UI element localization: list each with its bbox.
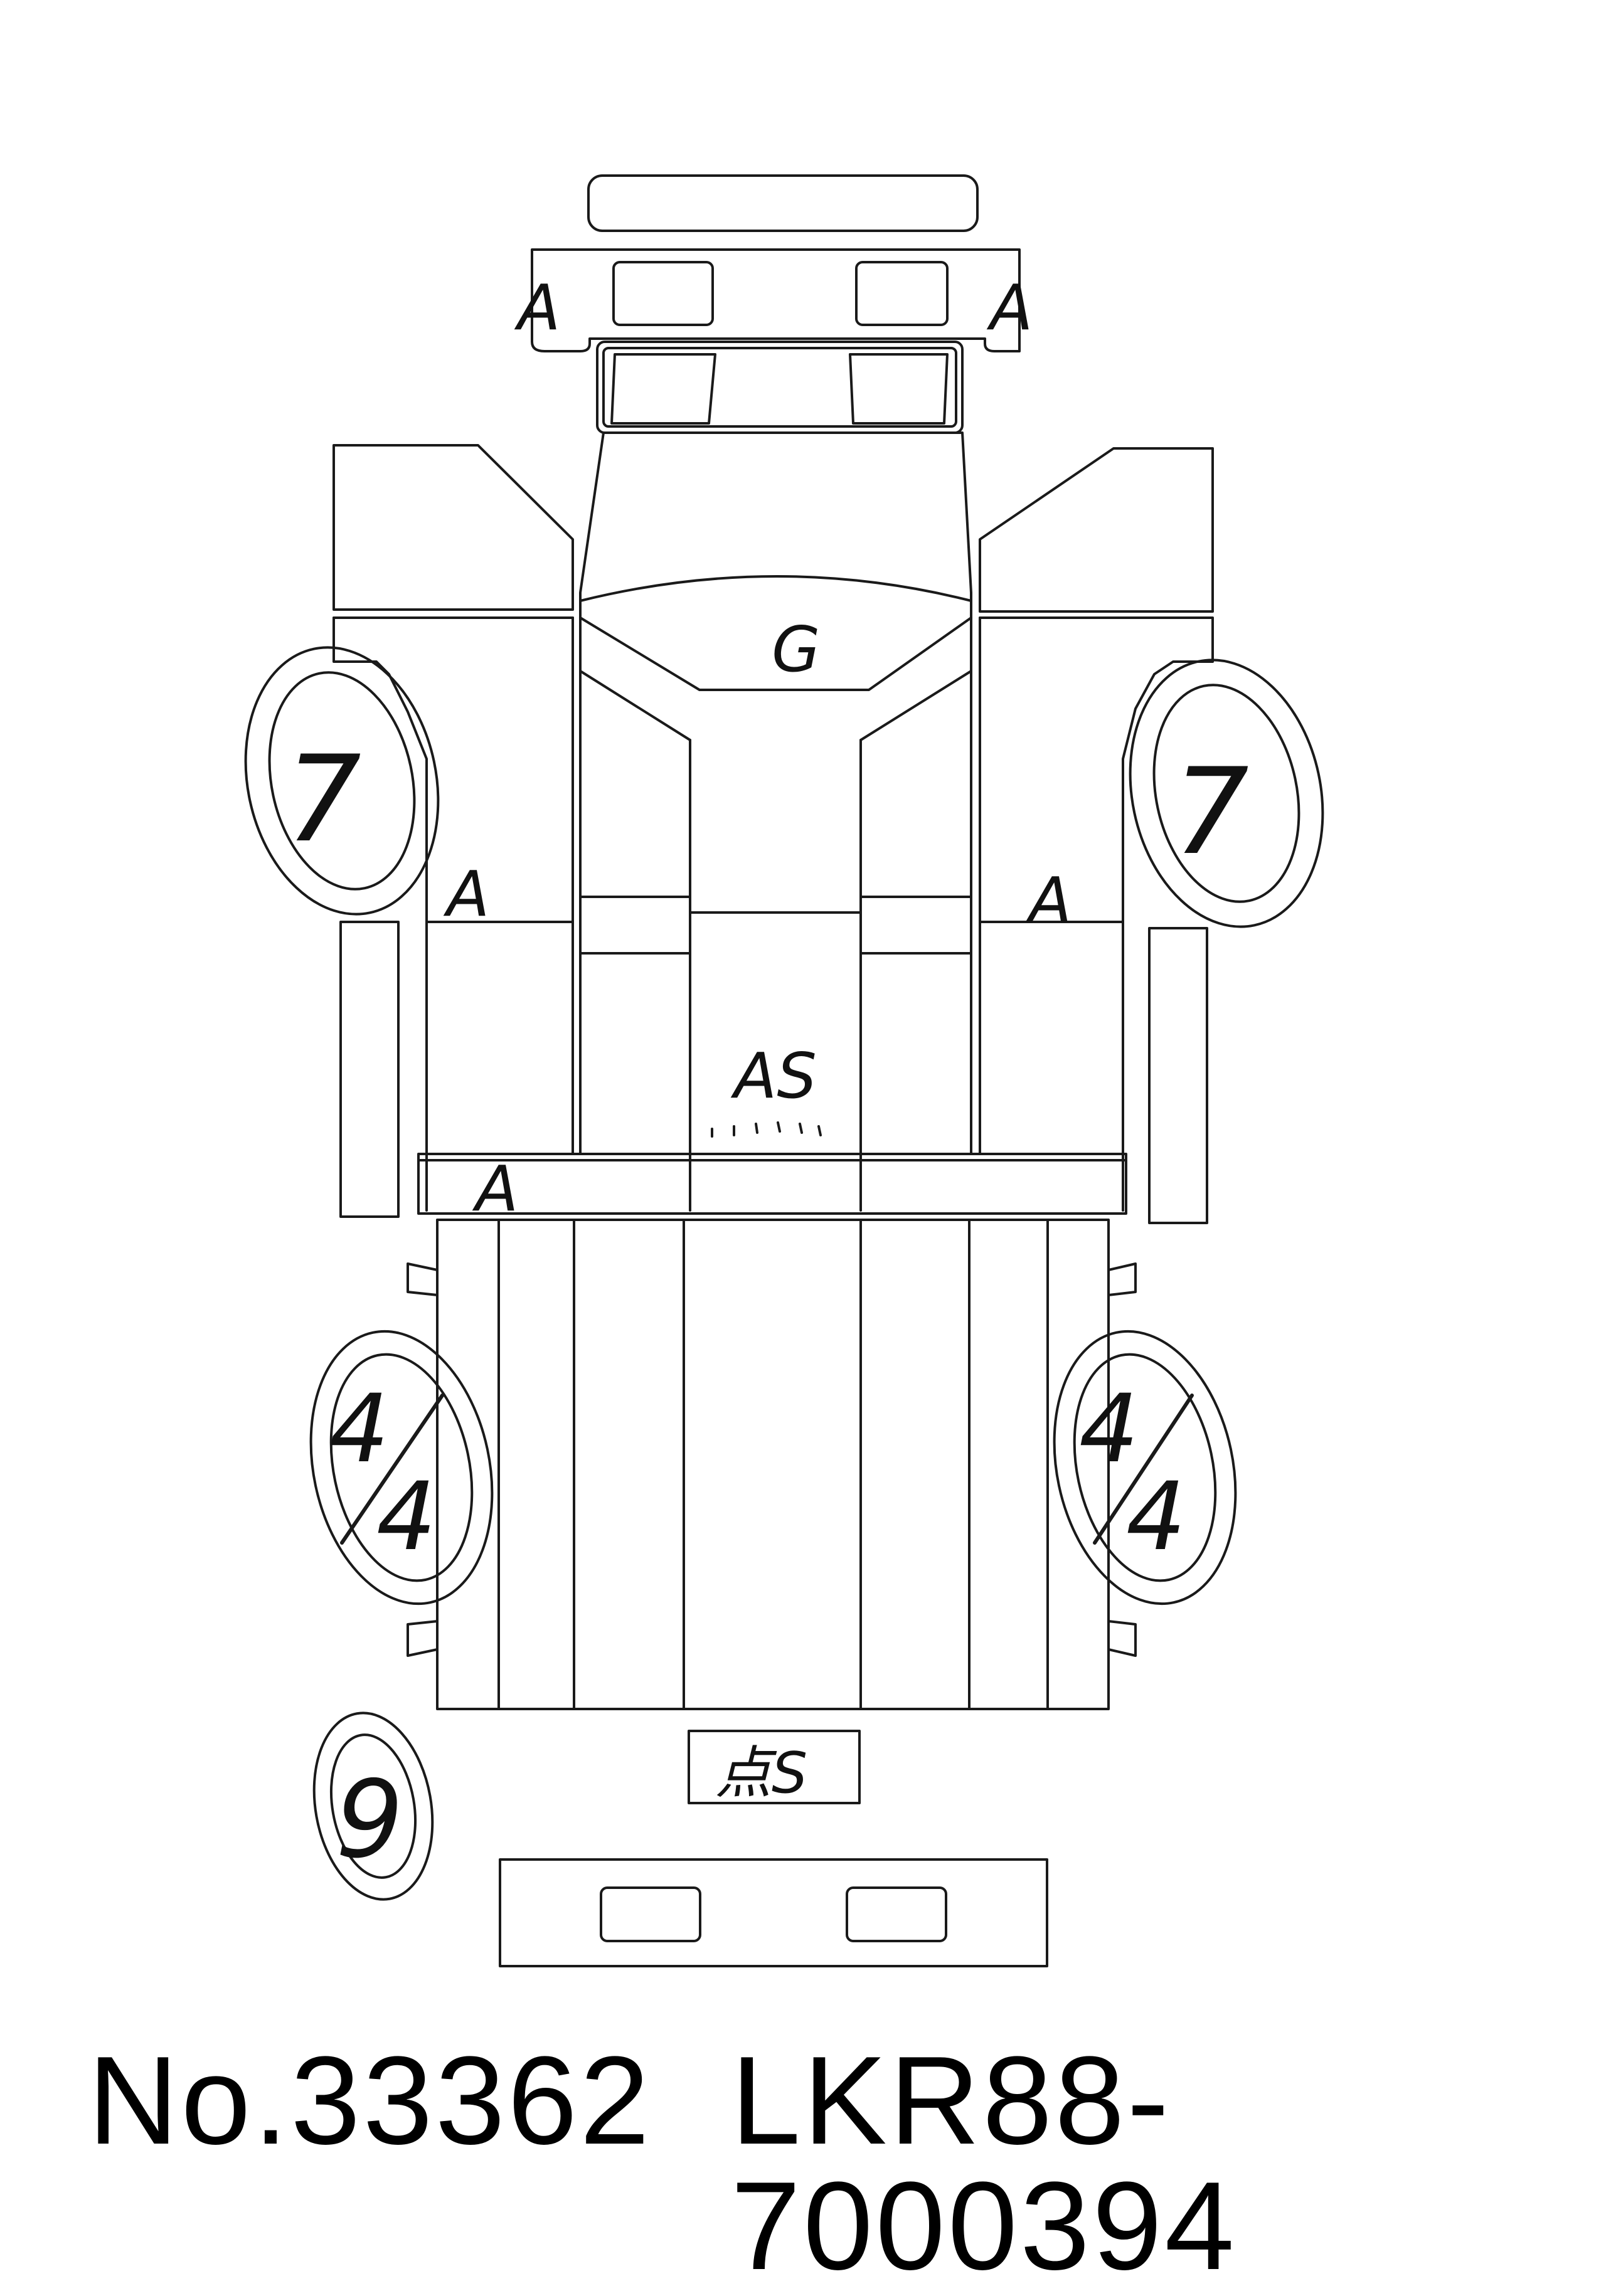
svg-text:4: 4 bbox=[329, 1375, 389, 1484]
svg-text:4: 4 bbox=[1079, 1375, 1139, 1484]
inspection-number: No.33362 bbox=[88, 2031, 652, 2171]
mark-right-fender: A bbox=[1025, 864, 1072, 937]
left-cab-side bbox=[332, 444, 574, 923]
front-bumper-panel bbox=[531, 248, 1021, 352]
front-bumper-bar bbox=[587, 174, 979, 232]
tread-front-left: 7 bbox=[285, 730, 361, 869]
front-headlamp-frame bbox=[596, 341, 964, 434]
tire-front-left bbox=[244, 646, 440, 916]
cargo-bed bbox=[407, 1219, 1137, 1710]
tread-rear-right: 4 4 bbox=[1079, 1375, 1194, 1572]
tire-rear-right bbox=[1053, 1330, 1237, 1606]
rear-bumper bbox=[499, 1858, 1048, 1967]
svg-text:4: 4 bbox=[1126, 1463, 1186, 1572]
svg-text:4: 4 bbox=[376, 1463, 436, 1572]
mark-left-rocker: A bbox=[472, 1152, 518, 1225]
mark-front-bumper-left: A bbox=[514, 271, 560, 344]
right-step-rail bbox=[1148, 927, 1208, 1224]
cab-rear-crossbar bbox=[417, 1153, 1127, 1215]
tire-rear-left bbox=[309, 1330, 494, 1606]
mark-front-bumper-right: A bbox=[986, 271, 1033, 344]
tread-rear-left: 4 4 bbox=[329, 1375, 444, 1572]
cabin-floor-dashes bbox=[711, 1121, 822, 1138]
cab-body-center bbox=[425, 616, 1124, 1212]
tread-front-right: 7 bbox=[1173, 743, 1249, 881]
mark-rear-panel: 点S bbox=[715, 1740, 807, 1806]
rear-plate-box bbox=[688, 1730, 861, 1804]
right-cab-side bbox=[979, 447, 1214, 923]
mark-left-fender: A bbox=[443, 857, 489, 931]
tire-front-right bbox=[1129, 659, 1324, 928]
mark-cabin-floor: AS bbox=[730, 1039, 817, 1113]
tread-spare: 9 bbox=[336, 1758, 403, 1882]
tire-spare bbox=[312, 1711, 434, 1901]
left-step-rail bbox=[339, 921, 400, 1218]
chassis-number: LKR88-7000394 bbox=[731, 2031, 1237, 2296]
mark-hood: G bbox=[772, 613, 821, 686]
